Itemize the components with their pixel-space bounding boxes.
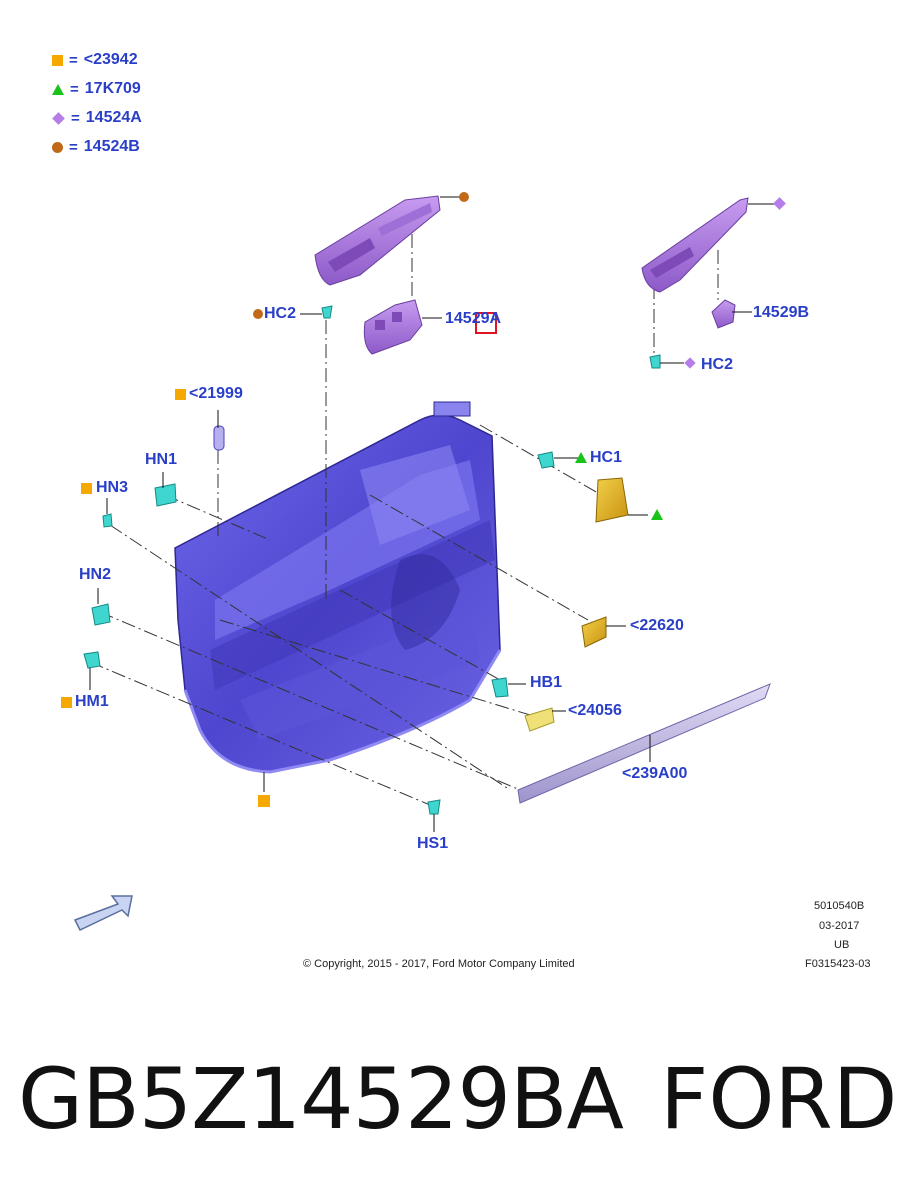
clip-hc2-right: [649, 354, 661, 369]
label-21999: <21999: [189, 385, 243, 402]
pad-24056: [524, 707, 555, 732]
green-triangle-icon: [575, 452, 587, 463]
green-triangle-icon: [52, 83, 64, 95]
label-hb1: HB1: [530, 674, 563, 691]
clip-hb1: [491, 677, 509, 698]
clip-hn1: [154, 483, 177, 507]
clip-hm1: [83, 651, 101, 669]
clip-hc2-left: [321, 305, 333, 319]
legend-equals: =: [71, 109, 80, 127]
window-switch-bezel-right: [641, 197, 749, 293]
label-24056: <24056: [568, 702, 622, 719]
label-hm1: HM1: [75, 693, 109, 710]
drawing-region: UB: [834, 939, 850, 951]
legend-code: 14524A: [85, 109, 142, 126]
label-hc2-left: HC2: [264, 305, 297, 322]
label-hc1: HC1: [590, 449, 623, 466]
part-number-title: GB5Z14529BA: [18, 1050, 624, 1148]
highlight-box: [475, 312, 497, 334]
legend-code: <23942: [83, 51, 138, 68]
label-hs1: HS1: [417, 835, 449, 852]
pad-17k709: [595, 477, 629, 523]
window-switch-14529a: [363, 299, 423, 355]
label-22620: <22620: [630, 617, 684, 634]
legend-equals: =: [69, 138, 78, 156]
legend-row-square: = <23942: [52, 50, 138, 70]
clip-hn3: [102, 513, 113, 528]
front-direction-arrow-icon: [73, 895, 133, 931]
label-14529a: 14529A: [445, 310, 502, 327]
screw-21999: [213, 425, 225, 451]
label-239a00: <239A00: [622, 765, 688, 782]
orange-square-icon: [52, 54, 63, 66]
parts-diagram: = <23942 = 17K709 = 14524A = 14524B: [52, 50, 871, 970]
orange-square-icon: [175, 389, 186, 400]
clip-hs1: [427, 799, 441, 815]
drawing-ref: F0315423-03: [805, 958, 871, 970]
brand-name: FORD: [660, 1050, 898, 1148]
trim-strip-239a00: [517, 683, 771, 804]
brown-circle-icon: [52, 141, 63, 153]
door-trim-panel: [174, 401, 502, 774]
drawing-code: 5010540B: [814, 900, 865, 912]
orange-square-icon: [81, 483, 92, 494]
window-switch-bezel-left: [314, 195, 441, 286]
legend-equals: =: [69, 51, 78, 69]
legend-row-triangle: = 17K709: [52, 79, 141, 99]
label-hn3: HN3: [96, 479, 129, 496]
orange-square-icon: [61, 697, 72, 708]
label-14529b: 14529B: [753, 304, 810, 321]
drawing-date: 03-2017: [819, 920, 860, 932]
pad-22620: [581, 616, 607, 648]
clip-hn2: [91, 603, 111, 626]
clips: [83, 305, 661, 815]
exploded-view-drawing: [73, 192, 786, 931]
label-hc2-right: HC2: [701, 356, 734, 373]
window-switch-14529b: [711, 299, 736, 329]
legend-code: 17K709: [84, 80, 141, 97]
legend-row-diamond: = 14524A: [52, 108, 142, 128]
legend-code: 14524B: [83, 138, 140, 155]
clip-hc1: [537, 451, 555, 469]
legend-equals: =: [70, 80, 79, 98]
legend-row-circle: = 14524B: [52, 137, 140, 157]
assembly-lines: [89, 210, 719, 806]
label-hn1: HN1: [145, 451, 178, 468]
label-hn2: HN2: [79, 566, 112, 583]
copyright-text: © Copyright, 2015 - 2017, Ford Motor Com…: [303, 958, 575, 970]
